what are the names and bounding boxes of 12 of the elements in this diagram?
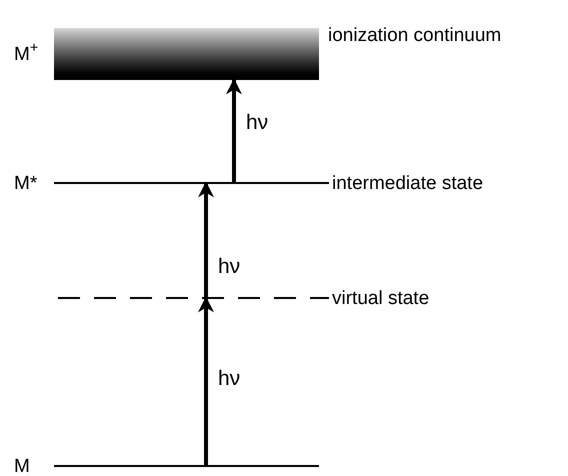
arrow xyxy=(226,78,242,183)
edge-label: hν xyxy=(246,112,268,133)
level-label: M xyxy=(14,456,31,476)
edge-label: hν xyxy=(218,256,240,277)
level-label: M$^{+}$ xyxy=(14,44,40,64)
state-label: intermediate state xyxy=(332,174,484,192)
state-label: ionization continuum xyxy=(328,26,502,45)
arrow xyxy=(198,181,214,298)
level-label: M* xyxy=(14,174,38,192)
arrow xyxy=(198,296,214,466)
state-label: virtual state xyxy=(332,288,430,308)
edge-label: hν xyxy=(218,368,240,389)
